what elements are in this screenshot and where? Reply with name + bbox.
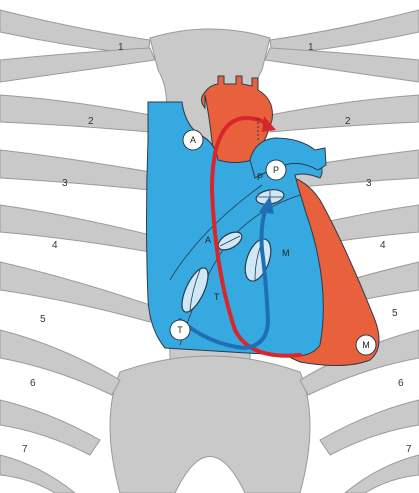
pulmonic-point: P: [266, 160, 286, 180]
pulmonic-valve-label: P: [257, 172, 263, 182]
tricuspid-point: T: [170, 320, 190, 340]
tricuspid-valve-label: T: [214, 292, 220, 302]
rib-label-right-5: 5: [392, 308, 398, 319]
tricuspid-point-label: T: [177, 325, 183, 335]
aortic-point: A: [183, 130, 203, 150]
rib-label-right-6: 6: [398, 378, 404, 389]
rib-label-left-6: 6: [30, 378, 36, 389]
rib-label-right-7: 7: [406, 444, 412, 455]
rib-label-left-1: 1: [118, 42, 124, 53]
mitral-point: M: [356, 335, 376, 355]
rib-label-left-3: 3: [62, 178, 68, 189]
rib-label-right-1: 1: [308, 42, 314, 53]
aortic-point-label: A: [190, 135, 196, 145]
aortic-valve-label: A: [205, 235, 211, 245]
mitral-point-label: M: [362, 340, 370, 350]
rib-label-right-2: 2: [345, 116, 351, 127]
rib-label-left-5: 5: [40, 314, 46, 325]
rib-label-right-3: 3: [366, 178, 372, 189]
mitral-valve-label: M: [282, 248, 290, 258]
pulmonic-point-label: P: [273, 165, 279, 175]
rib-label-left-7: 7: [22, 444, 28, 455]
rib-label-left-4: 4: [52, 240, 58, 251]
rib-label-right-4: 4: [380, 240, 386, 251]
rib-label-left-2: 2: [88, 116, 94, 127]
